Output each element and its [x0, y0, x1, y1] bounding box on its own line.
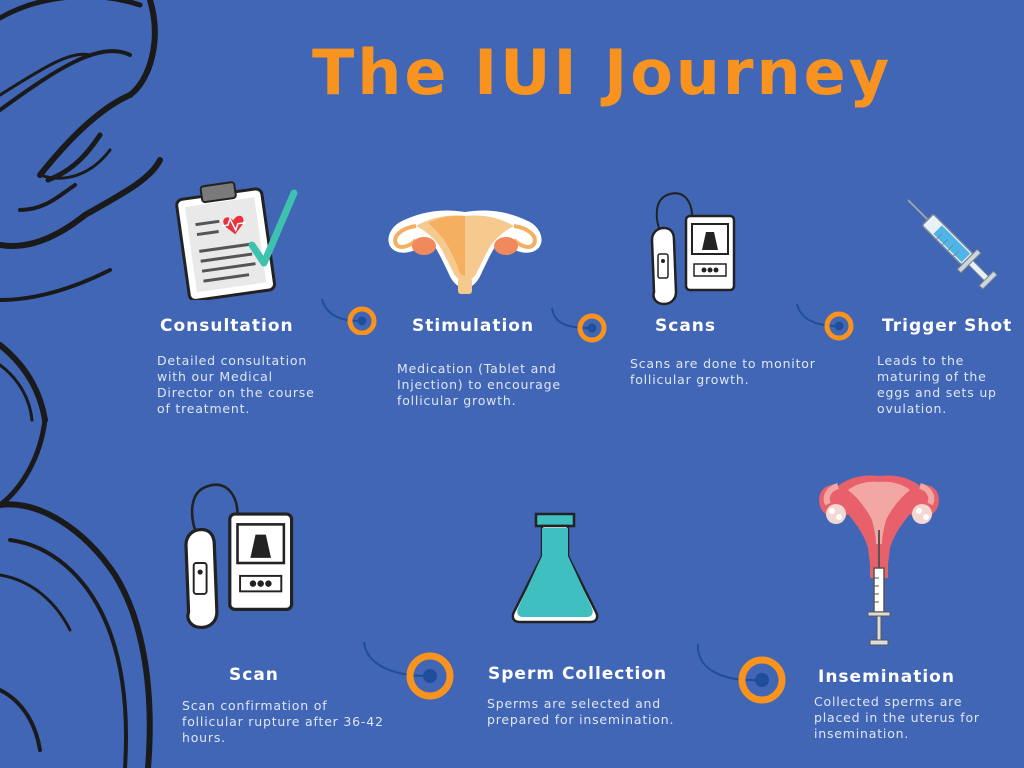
syringe-icon	[908, 199, 998, 290]
flask-icon	[511, 512, 599, 624]
uterus-icon	[388, 210, 542, 294]
step-description: Medication (Tablet and Injection) to enc…	[397, 361, 561, 408]
step-marker	[363, 641, 454, 700]
step-title: Consultation	[160, 316, 294, 336]
step-marker	[551, 307, 607, 343]
ultrasound-icon	[184, 483, 294, 630]
step-marker	[696, 643, 786, 704]
step-title: Insemination	[818, 667, 955, 687]
step-title: Scan	[229, 665, 279, 685]
clipboard-heart-check-icon	[175, 181, 298, 300]
step-marker	[321, 298, 377, 335]
step-title: Stimulation	[412, 316, 535, 336]
page-title: The IUI Journey	[312, 36, 893, 109]
step-description: Leads to the maturing of the eggs and se…	[877, 353, 997, 416]
ultrasound-icon	[650, 192, 736, 306]
step-description: Sperms are selected and prepared for ins…	[487, 696, 675, 727]
step-description: Scan confirmation of follicular rupture …	[182, 698, 384, 745]
step-title: Sperm Collection	[488, 664, 668, 684]
step-title: Scans	[655, 316, 717, 336]
step-title: Trigger Shot	[882, 316, 1013, 336]
uterus-syringe-icon	[819, 475, 939, 646]
step-marker	[796, 303, 854, 341]
step-description: Detailed consultation with our Medical D…	[157, 353, 315, 416]
step-description: Collected sperms are placed in the uteru…	[814, 694, 980, 741]
step-description: Scans are done to monitor follicular gro…	[630, 356, 816, 387]
